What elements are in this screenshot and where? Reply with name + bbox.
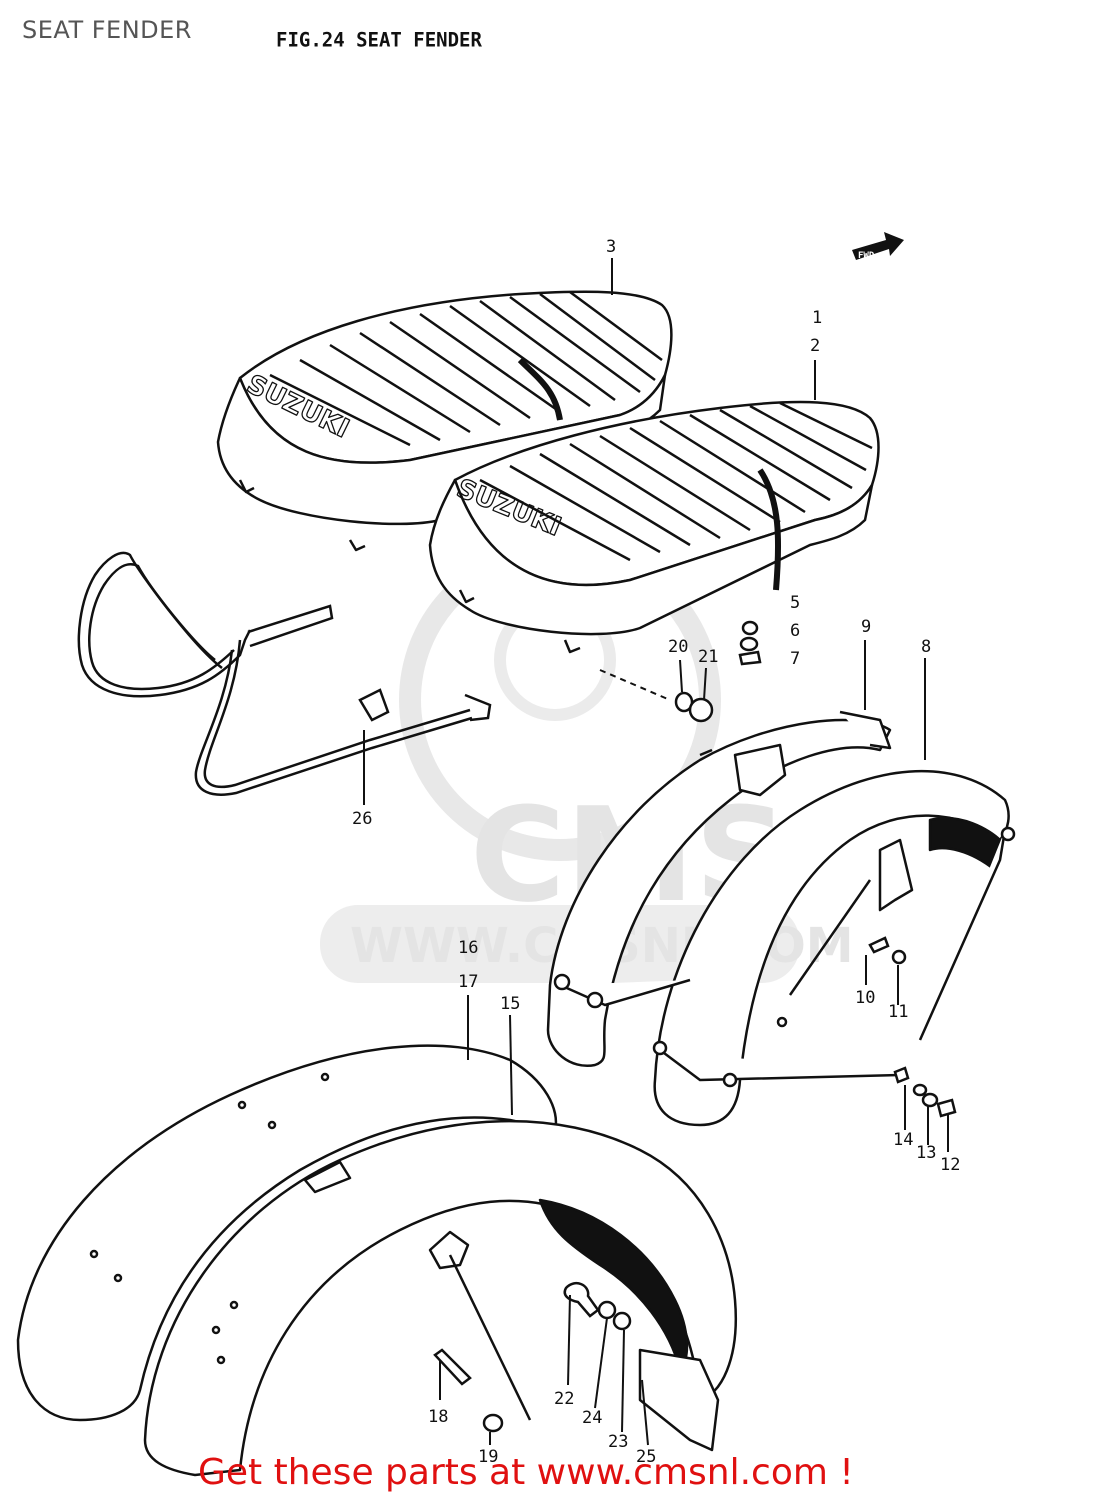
callout-23: 23 (608, 1432, 628, 1452)
callout-21: 21 (698, 647, 718, 667)
callout-3: 3 (606, 237, 616, 257)
callout-13: 13 (916, 1143, 936, 1163)
cmsnl-parts-link[interactable]: Get these parts at www.cmsnl.com ! (198, 1452, 854, 1493)
seat-front: SUZUKI (428, 400, 880, 654)
callout-1: 1 (812, 308, 822, 328)
callout-5: 5 (790, 593, 800, 613)
callout-labels: 1 2 3 5 6 7 8 9 10 11 12 13 14 15 16 17 … (352, 237, 960, 1467)
callout-17: 17 (458, 972, 478, 992)
callout-10: 10 (855, 988, 875, 1008)
callout-24: 24 (582, 1408, 602, 1428)
seat-rear: SUZUKI (216, 290, 673, 552)
front-fender (16, 1044, 737, 1477)
callout-20: 20 (668, 637, 688, 657)
callout-15: 15 (500, 994, 520, 1014)
callout-8: 8 (921, 637, 931, 657)
page-title: SEAT FENDER (22, 16, 192, 44)
callout-2: 2 (810, 336, 820, 356)
callout-7: 7 (790, 649, 800, 669)
rear-fender (546, 710, 1016, 1127)
callout-19: 19 (478, 1447, 498, 1467)
callout-11: 11 (888, 1002, 908, 1022)
fwd-label: FWD (858, 251, 875, 261)
callout-9: 9 (861, 617, 871, 637)
callout-26: 26 (352, 809, 372, 829)
callout-25: 25 (636, 1447, 656, 1467)
callout-6: 6 (790, 621, 800, 641)
fwd-arrow: FWD (852, 232, 904, 261)
leader-lines (363, 258, 949, 1446)
grab-bar (77, 551, 492, 796)
hardware-seat-mount (674, 620, 762, 723)
callout-22: 22 (554, 1389, 574, 1409)
hardware-rear-fender (868, 936, 957, 1118)
hardware-front-fender (433, 1281, 632, 1433)
callout-12: 12 (940, 1155, 960, 1175)
callout-18: 18 (428, 1407, 448, 1427)
figure-title: FIG.24 SEAT FENDER (276, 28, 482, 52)
callout-16: 16 (458, 938, 478, 958)
callout-14: 14 (893, 1130, 913, 1150)
